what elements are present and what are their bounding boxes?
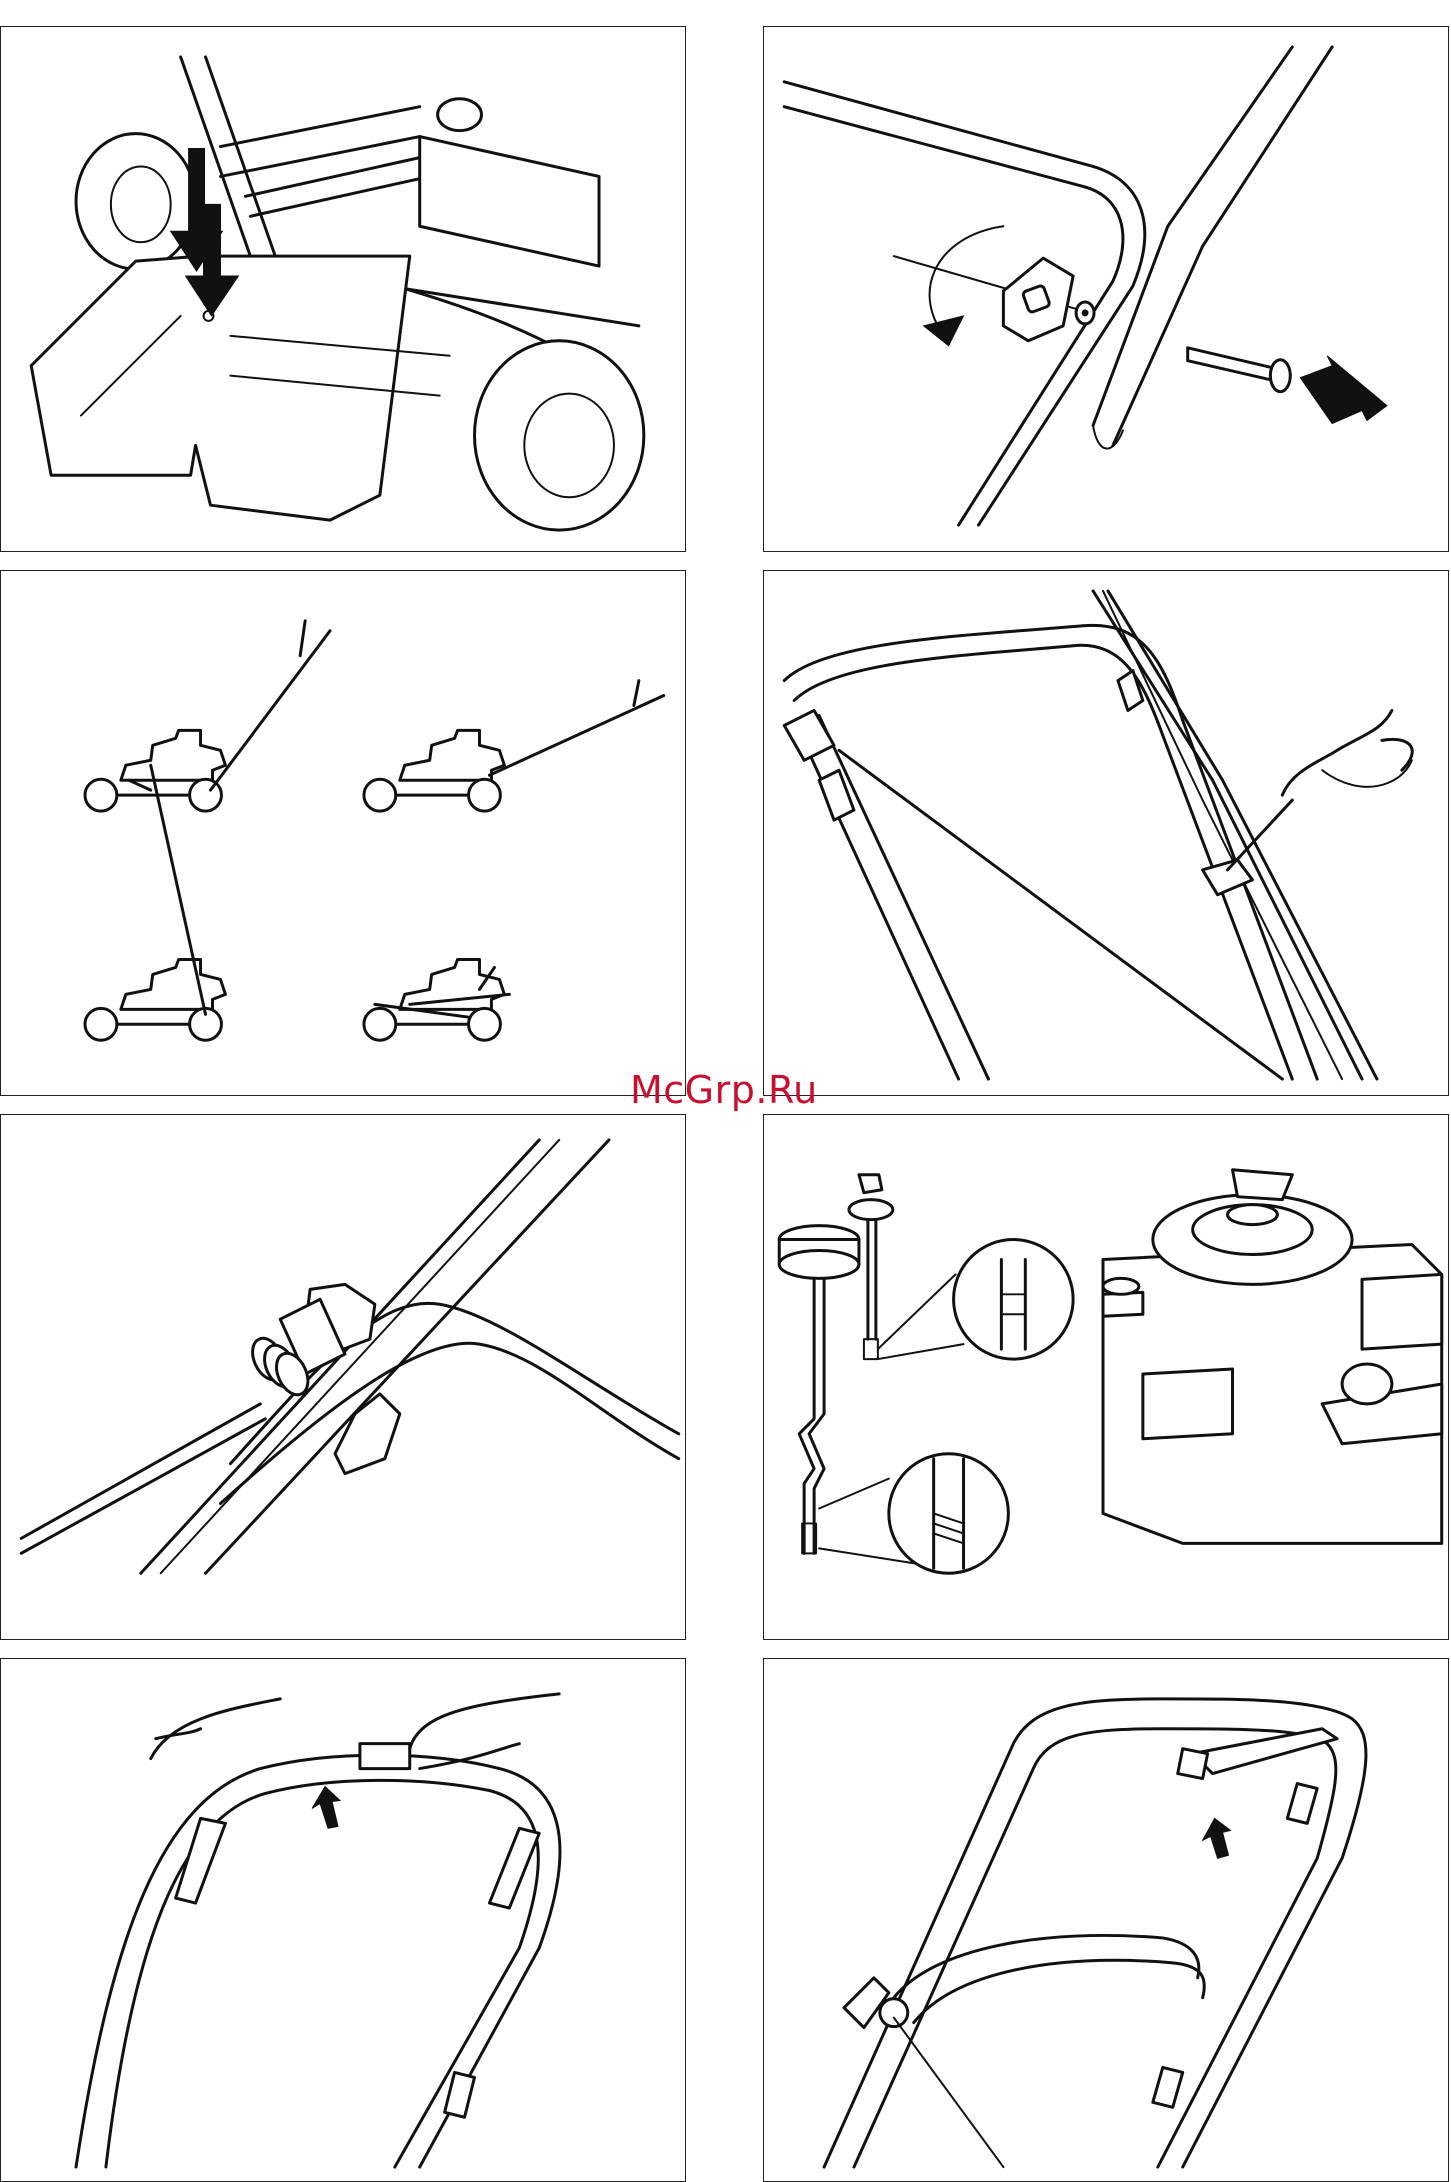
figure-panel-8 bbox=[763, 1658, 1449, 2182]
mower-position-4 bbox=[364, 960, 509, 1041]
oil-dipstick-illustration bbox=[764, 1115, 1448, 1639]
figure-panel-5 bbox=[0, 1114, 686, 1640]
watermark-text: McGrp.Ru bbox=[630, 1068, 818, 1112]
figure-panel-1 bbox=[0, 26, 686, 552]
cable-clip-illustration bbox=[764, 571, 1448, 1095]
mower-position-1 bbox=[85, 621, 330, 811]
figure-panel-3 bbox=[0, 570, 686, 1096]
figure-panel-2 bbox=[763, 26, 1449, 552]
handle-knob-illustration bbox=[764, 27, 1448, 551]
grass-bag-illustration bbox=[1, 27, 685, 551]
figure-panel-7 bbox=[0, 1658, 686, 2182]
throttle-cable-illustration bbox=[1, 1115, 685, 1639]
handle-positions-illustration bbox=[1, 571, 685, 1095]
start-bar-illustration bbox=[1, 1659, 685, 2181]
mower-position-2 bbox=[364, 681, 664, 812]
figure-panel-6 bbox=[763, 1114, 1449, 1640]
figure-panel-4 bbox=[763, 570, 1449, 1096]
drive-lever-illustration bbox=[764, 1659, 1448, 2181]
